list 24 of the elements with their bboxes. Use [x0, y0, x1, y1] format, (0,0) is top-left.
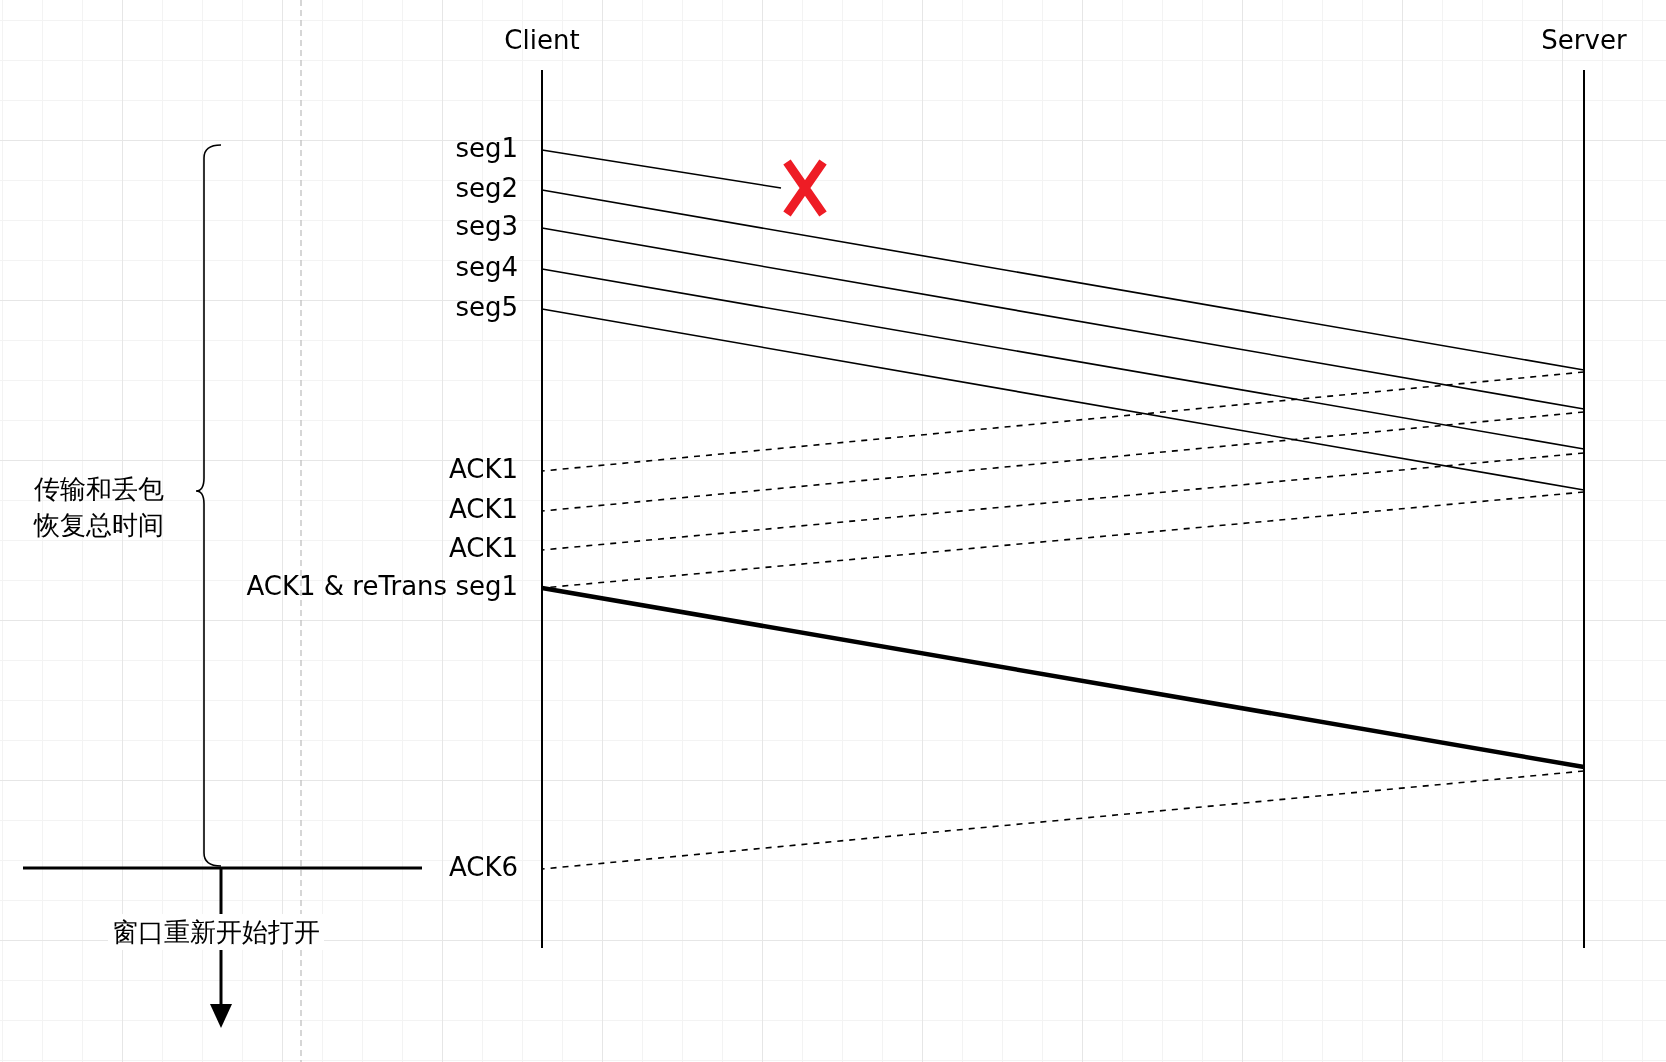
dashed-message-line — [541, 452, 1585, 551]
message-label: seg5 — [455, 291, 518, 323]
message-label: seg3 — [455, 210, 518, 242]
message-label: seg1 — [455, 132, 518, 164]
dashed-message-line — [541, 371, 1585, 472]
annotation-text: 窗口重新开始打开 — [108, 914, 324, 950]
message-label: ACK1 — [448, 493, 518, 525]
message-line — [541, 227, 1585, 410]
message-line — [541, 149, 782, 189]
annotation-text: 传输和丢包恢复总时间 — [34, 473, 165, 542]
message-label: seg4 — [455, 251, 518, 283]
message-label: ACK1 — [448, 453, 518, 485]
message-label: ACK1 & reTrans seg1 — [246, 570, 518, 602]
message-label: ACK6 — [448, 851, 518, 883]
dashed-message-line — [541, 411, 1585, 512]
participant-label: Server — [1540, 24, 1628, 56]
message-line — [541, 268, 1585, 450]
message-line — [541, 308, 1585, 491]
message-line — [541, 189, 1585, 371]
message-label: seg2 — [455, 172, 518, 204]
message-line — [541, 585, 1585, 770]
participant-label: Client — [503, 24, 581, 56]
dashed-message-line — [541, 770, 1585, 870]
message-label: ACK1 — [448, 532, 518, 564]
